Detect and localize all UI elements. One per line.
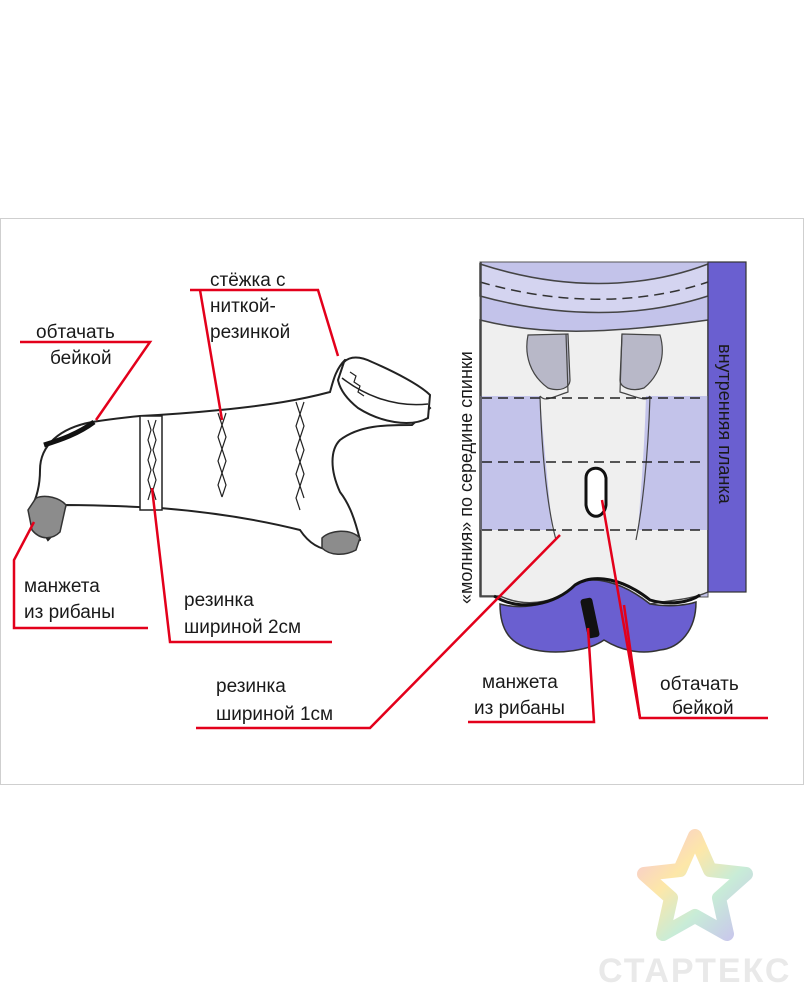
front-cuff-left — [27, 495, 67, 539]
label-stitch-1: стёжка с — [210, 270, 286, 291]
star-logo-icon — [637, 829, 753, 941]
horizontal-stitches — [482, 397, 706, 531]
label-cuff-left-1: манжета — [24, 576, 100, 597]
frame-left-edge — [0, 218, 1, 785]
leader-binding-left — [20, 340, 153, 421]
right-armhole — [619, 333, 663, 391]
inner-placket-strip — [707, 261, 747, 593]
label-elastic1-1: резинка — [216, 676, 286, 697]
leader-elastic2 — [150, 487, 332, 644]
elastic-panel — [139, 415, 163, 511]
label-stitch-2: ниткой- — [210, 296, 276, 317]
leader-elastic1 — [196, 534, 561, 730]
center-panel-sides — [539, 395, 651, 541]
label-elastic2-1: резинка — [184, 590, 254, 611]
label-binding-left-2: бейкой — [50, 348, 112, 369]
back-rib-seam — [341, 377, 429, 406]
labels: стёжка с ниткой- резинкой обтачать бейко… — [24, 270, 739, 725]
label-binding-left-1: обтачать — [36, 322, 115, 343]
label-stitch-3: резинкой — [210, 322, 290, 343]
bottom-gray-hem — [493, 577, 701, 607]
label-zipper-vertical: «молния» по середине спинки — [456, 351, 476, 604]
gather-marks — [147, 371, 365, 511]
back-lower-lavender — [480, 396, 552, 530]
collar-stitch — [479, 281, 709, 300]
label-elastic1-2: шириной 1см — [216, 704, 333, 725]
garment-side-view — [27, 356, 432, 555]
label-inner-placket: внутренняя планка — [715, 344, 735, 505]
leader-cuff-left — [12, 521, 148, 630]
label-cuff-right-2: из рибаны — [474, 698, 565, 719]
leader-stitch — [190, 288, 340, 357]
label-binding-right-1: обтачать — [660, 674, 739, 695]
leader-cuff-right — [468, 627, 596, 724]
tail-opening — [584, 466, 608, 518]
leader-binding-right-2 — [622, 604, 642, 719]
label-cuff-left-2: из рибаны — [24, 602, 115, 623]
diagram-frame — [0, 218, 804, 785]
garment-back-view — [479, 261, 747, 653]
label-binding-right-2: бейкой — [672, 698, 734, 719]
label-cuff-right-1: манжета — [482, 672, 558, 693]
watermark-brand: СТАРТЕКС — [598, 952, 792, 990]
leader-stitch-down — [198, 289, 224, 421]
cuff-strip-black — [580, 597, 600, 639]
neck-binding-left — [43, 419, 96, 448]
left-armhole — [526, 333, 571, 391]
leader-lines — [12, 288, 768, 730]
back-lower-lavender-right — [638, 396, 708, 530]
back-rib-collar — [336, 356, 432, 424]
rear-cuff-left — [321, 530, 361, 555]
label-elastic2-2: шириной 2см — [184, 617, 301, 638]
